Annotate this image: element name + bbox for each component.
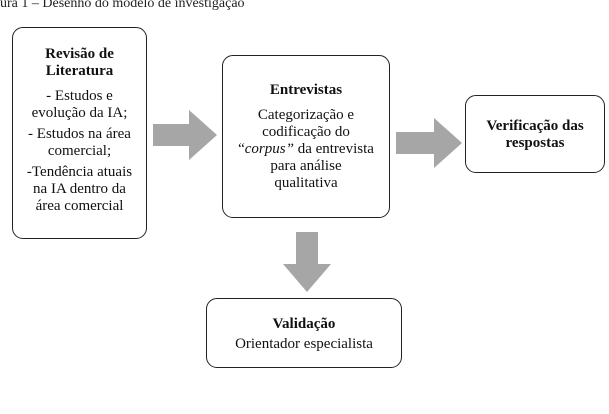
interviews-line-3: “corpus” da entrevista — [223, 141, 389, 158]
answers-verification-box: Verificação das respostas — [465, 95, 605, 173]
literature-review-item-1-line-1: - Estudos e — [46, 88, 113, 104]
answers-verification-title-line-2: respostas — [505, 135, 565, 151]
literature-review-box: Revisão de Literatura - Estudos e evoluç… — [12, 27, 147, 239]
arrow-down-icon — [283, 232, 331, 292]
literature-review-item-3-line-1: -Tendência atuais — [26, 164, 133, 180]
literature-review-item-1-line-2: evolução da IA; — [31, 105, 128, 121]
interviews-corpus-word: corpus” — [244, 141, 294, 157]
validation-subtitle: Orientador especialista — [235, 336, 373, 352]
literature-review-title-line-2: Literatura — [45, 63, 114, 79]
validation-box: Validação Orientador especialista — [206, 298, 402, 368]
arrow-right-icon — [153, 110, 217, 160]
answers-verification-title-line-1: Verificação das — [486, 118, 584, 134]
literature-review-item-2-line-1: - Estudos na área — [28, 126, 131, 142]
interviews-open-quote: “ — [238, 141, 245, 157]
interviews-line-4: para análise — [270, 158, 342, 174]
literature-review-title-line-1: Revisão de — [45, 46, 114, 62]
arrow-shape — [283, 232, 331, 292]
literature-review-item-3-line-3: área comercial — [35, 198, 124, 214]
interviews-line-3-rest: da entrevista — [293, 141, 374, 157]
literature-review-item-3-line-2: na IA dentro da — [33, 181, 126, 197]
validation-title: Validação — [272, 316, 336, 332]
interviews-title: Entrevistas — [269, 82, 343, 98]
interviews-line-5: qualitativa — [274, 175, 338, 191]
arrow-shape — [153, 110, 217, 160]
figure-caption: ura 1 – Desenho do modelo de investigaçã… — [0, 0, 245, 11]
interviews-line-2: codificação do — [262, 124, 350, 140]
literature-review-item-2-line-2: comercial; — [47, 143, 112, 159]
interviews-box: Entrevistas Categorização e codificação … — [222, 55, 390, 218]
arrow-right-icon — [396, 118, 462, 168]
arrow-shape — [396, 118, 462, 168]
interviews-line-1: Categorização e — [257, 107, 355, 123]
